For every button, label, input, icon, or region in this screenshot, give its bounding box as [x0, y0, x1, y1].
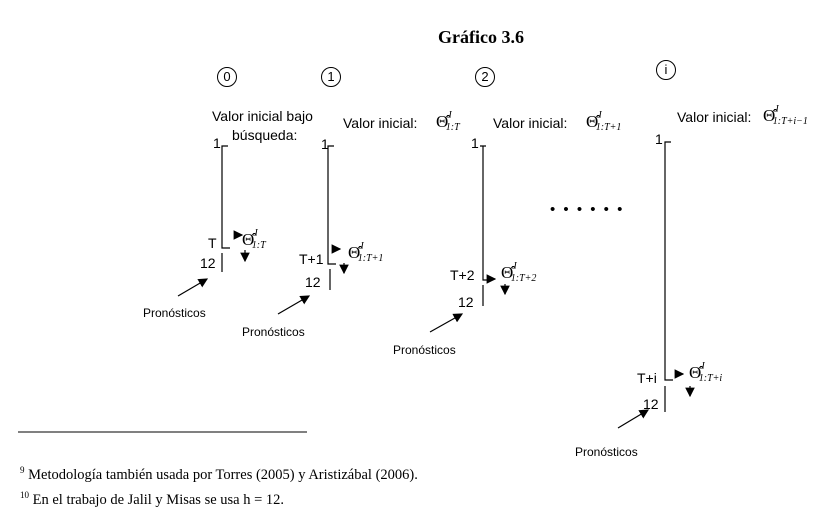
estimate-0: Θ̂J1:T — [242, 228, 266, 251]
horizon-label-i: 12 — [643, 396, 659, 412]
initial-value-label-i: Valor inicial: — [677, 109, 752, 125]
estimate-2: Θ̂J1:T+2 — [501, 261, 537, 284]
footnote-9: 9 Metodología también usada por Torres (… — [20, 465, 418, 483]
initial-value-label-2: Valor inicial: — [493, 115, 568, 131]
forecast-label-0: Pronósticos — [143, 306, 206, 320]
initial-value-label-0b: búsqueda: — [232, 127, 298, 143]
horizon-label-2: 12 — [458, 294, 474, 310]
ellipsis-dots: • • • • • • — [550, 201, 625, 218]
forecast-label-i: Pronósticos — [575, 445, 638, 459]
end-label-2: T+2 — [450, 267, 475, 283]
footnote-10: 10 En el trabajo de Jalil y Misas se usa… — [20, 490, 285, 508]
timeline-1 — [327, 145, 336, 265]
start-label-0: 1 — [213, 135, 221, 151]
start-label-i: 1 — [655, 131, 663, 147]
initial-estimate-2: Θ̂J1:T+1 — [586, 110, 622, 133]
end-label-i: T+i — [637, 370, 657, 386]
timeline-0 — [221, 145, 230, 249]
step-marker-0: 0 — [217, 67, 237, 87]
estimate-1: Θ̂J1:T+1 — [348, 241, 384, 264]
start-label-2: 1 — [471, 135, 479, 151]
horizon-label-1: 12 — [305, 274, 321, 290]
end-label-1: T+1 — [299, 251, 324, 267]
timeline-i — [664, 141, 673, 381]
start-label-1: 1 — [321, 136, 329, 152]
initial-value-label-0a: Valor inicial bajo — [212, 108, 313, 124]
horizon-label-0: 12 — [200, 255, 216, 271]
initial-estimate-1: Θ̂J1:T — [436, 110, 460, 133]
initial-value-label-1: Valor inicial: — [343, 115, 418, 131]
figure-title: Gráfico 3.6 — [438, 27, 524, 47]
step-marker-1: 1 — [321, 67, 341, 87]
initial-estimate-i: Θ̂J1:T+i−1 — [763, 104, 808, 127]
forecast-label-2: Pronósticos — [393, 343, 456, 357]
estimate-i: Θ̂J1:T+i — [689, 361, 723, 384]
end-label-0: T — [208, 235, 217, 251]
step-marker-2: 2 — [475, 67, 495, 87]
step-marker-i: i — [656, 60, 676, 80]
timeline-2 — [480, 145, 487, 281]
forecast-label-1: Pronósticos — [242, 325, 305, 339]
